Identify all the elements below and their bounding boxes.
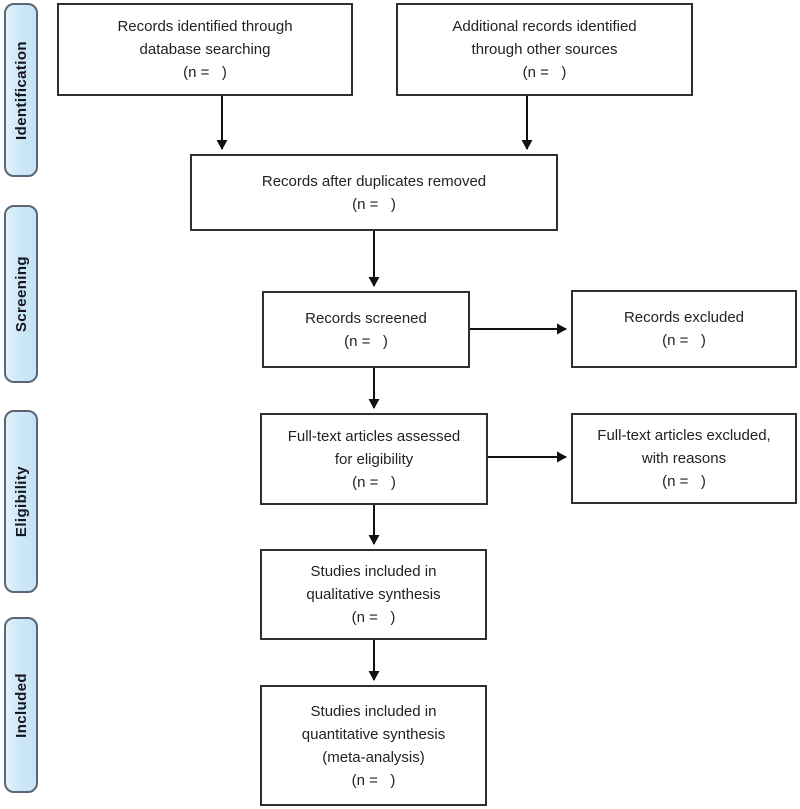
- stage-label-text: Identification: [12, 40, 30, 140]
- box-text-line: Full-text articles assessed: [287, 427, 461, 445]
- box-text-line: quantitative synthesis: [301, 725, 446, 743]
- box-count: (n = ): [344, 332, 388, 350]
- box-records-screened: Records screened (n = ): [262, 291, 470, 368]
- box-text-line: Full-text articles excluded,: [597, 427, 771, 444]
- box-records-identified-database: Records identified through database sear…: [57, 3, 353, 96]
- stage-label-text: Included: [12, 672, 30, 738]
- box-text-line: Studies included in: [310, 702, 437, 720]
- stage-label-screening: Screening: [4, 205, 38, 383]
- box-records-excluded: Records excluded (n = ): [571, 290, 797, 368]
- box-text-line: Records after duplicates removed: [261, 172, 487, 190]
- box-count: (n = ): [662, 473, 706, 490]
- box-count: (n = ): [352, 473, 396, 491]
- box-count: (n = ): [522, 64, 567, 81]
- stage-label-eligibility: Eligibility: [4, 410, 38, 593]
- box-studies-quantitative-synthesis: Studies included in quantitative synthes…: [260, 685, 487, 806]
- stage-label-identification: Identification: [4, 3, 38, 177]
- box-fulltext-articles-assessed: Full-text articles assessed for eligibil…: [260, 413, 488, 505]
- box-count: (n = ): [352, 195, 396, 213]
- box-count: (n = ): [351, 609, 396, 626]
- box-count: (n = ): [351, 771, 396, 789]
- box-text-line: Additional records identified: [452, 18, 637, 35]
- stage-label-text: Screening: [12, 255, 30, 333]
- box-text-line: Records excluded: [623, 309, 745, 326]
- box-text-line: through other sources: [471, 41, 618, 58]
- box-text-line: Records screened: [305, 309, 427, 327]
- box-text-line: Studies included in: [310, 563, 437, 580]
- box-additional-records-other-sources: Additional records identified through ot…: [396, 3, 693, 96]
- box-count: (n = ): [662, 332, 706, 349]
- box-text-line: Records identified through: [117, 18, 293, 35]
- box-text-line: qualitative synthesis: [306, 586, 441, 603]
- box-records-after-duplicates-removed: Records after duplicates removed (n = ): [190, 154, 558, 231]
- box-text-line: with reasons: [641, 450, 727, 467]
- box-studies-qualitative-synthesis: Studies included in qualitative synthesi…: [260, 549, 487, 640]
- stage-label-text: Eligibility: [12, 465, 30, 538]
- stage-label-included: Included: [4, 617, 38, 793]
- box-count: (n = ): [183, 64, 227, 81]
- box-text-line: database searching: [139, 41, 271, 58]
- box-fulltext-articles-excluded: Full-text articles excluded, with reason…: [571, 413, 797, 504]
- box-text-line: for eligibility: [334, 450, 414, 468]
- box-text-line: (meta-analysis): [322, 748, 425, 766]
